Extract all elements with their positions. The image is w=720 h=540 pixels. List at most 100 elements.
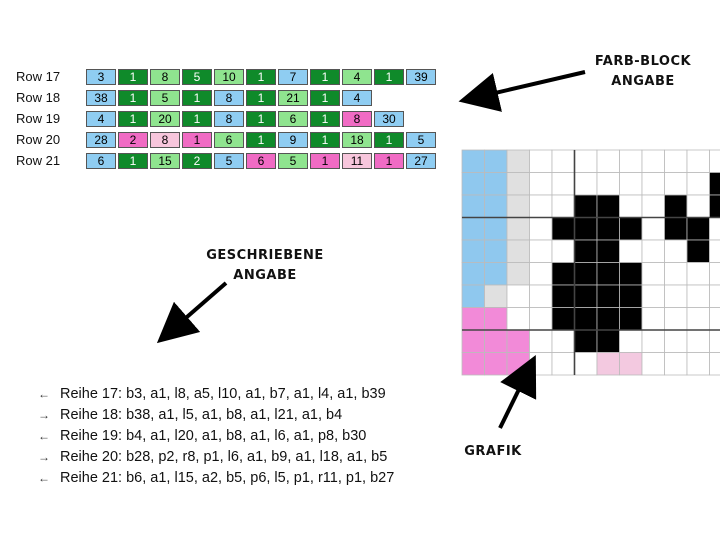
grid-cell [506, 329, 530, 353]
written-row: →Reihe 20: b28, p2, r8, p1, l6, a1, b9, … [38, 447, 394, 468]
grid-cell [506, 262, 530, 286]
color-block-cell: 18 [342, 131, 372, 148]
grid-cell [506, 194, 530, 218]
grid-cell [484, 194, 508, 218]
grid-cell [709, 307, 720, 331]
grid-cell [709, 149, 720, 173]
grid-cell [664, 307, 688, 331]
grid-cell [506, 352, 530, 376]
color-block-cell: 8 [342, 110, 372, 127]
grid-cell [484, 217, 508, 241]
grid-cell [619, 262, 643, 286]
grid-cell [461, 149, 485, 173]
grid-cell [596, 217, 620, 241]
written-row: ←Reihe 19: b4, a1, l20, a1, b8, a1, l6, … [38, 426, 394, 447]
grid-cell [619, 352, 643, 376]
color-block-cell: 5 [278, 152, 308, 169]
grid-cell [461, 194, 485, 218]
grid-cell [664, 284, 688, 308]
grid-cell [484, 149, 508, 173]
color-block-cell: 1 [246, 131, 276, 148]
color-block-cell: 1 [310, 131, 340, 148]
grid-cell [529, 284, 553, 308]
grid-cell [484, 262, 508, 286]
grid-cell [551, 329, 575, 353]
block-row-label: Row 18 [16, 90, 61, 105]
grid-cell [709, 284, 720, 308]
grid-cell [551, 239, 575, 263]
grid-cell [664, 329, 688, 353]
color-block-cell: 1 [374, 152, 404, 169]
grid-cell [709, 262, 720, 286]
grid-cell [596, 194, 620, 218]
grid-cell [686, 149, 710, 173]
grid-cell [686, 172, 710, 196]
written-row: →Reihe 18: b38, a1, l5, a1, b8, a1, l21,… [38, 405, 394, 426]
color-block-cell: 1 [310, 110, 340, 127]
grid-cell [709, 352, 720, 376]
grid-cell [574, 239, 598, 263]
color-block-cell: 3 [86, 68, 116, 85]
grid-cell [529, 262, 553, 286]
grid-cell [461, 329, 485, 353]
grid-cell [574, 172, 598, 196]
grid-cell [641, 352, 665, 376]
color-block-cell: 6 [278, 110, 308, 127]
grid-cell [574, 149, 598, 173]
arrow-left-icon: ← [38, 387, 50, 401]
pixel-grid [461, 149, 720, 376]
grid-cell [709, 194, 720, 218]
grid-cell [506, 149, 530, 173]
color-block-cell: 1 [246, 89, 276, 106]
grid-cell [686, 307, 710, 331]
grid-cell [709, 172, 720, 196]
color-block-cell: 1 [118, 89, 148, 106]
color-block-cell: 28 [86, 131, 116, 148]
grid-cell [506, 307, 530, 331]
color-block-cell: 1 [118, 68, 148, 85]
grid-cell [641, 194, 665, 218]
grid-cell [686, 217, 710, 241]
grid-cell [686, 239, 710, 263]
grid-cell [641, 149, 665, 173]
grid-cell [506, 217, 530, 241]
grid-cell [574, 352, 598, 376]
written-row-text: Reihe 17: b3, a1, l8, a5, l10, a1, b7, a… [60, 386, 386, 402]
grid-cell [686, 352, 710, 376]
color-block-cell: 2 [118, 131, 148, 148]
arrow-left-icon: ← [38, 471, 50, 485]
color-block-cell: 1 [118, 110, 148, 127]
grid-cell [664, 239, 688, 263]
color-block-cell: 5 [406, 131, 436, 148]
grid-cell [461, 217, 485, 241]
grid-cell [529, 217, 553, 241]
grid-cell [619, 172, 643, 196]
color-block-cell: 4 [86, 110, 116, 127]
grid-cell [641, 307, 665, 331]
grid-cell [506, 284, 530, 308]
color-block-cell: 8 [150, 131, 180, 148]
color-block-cell: 6 [86, 152, 116, 169]
color-block-cell: 39 [406, 68, 436, 85]
written-instructions: ← Reihe 17: b3, a1, l8, a5, l10, a1, b7, … [38, 384, 394, 489]
grid-cell [641, 172, 665, 196]
grid-cell [664, 172, 688, 196]
grid-cell [619, 329, 643, 353]
written-row-text: Reihe 21: b6, a1, l15, a2, b5, p6, l5, p… [60, 470, 395, 486]
block-row-label: Row 21 [16, 153, 61, 168]
grid-cell [686, 194, 710, 218]
grid-cell [529, 329, 553, 353]
grid-cell [574, 194, 598, 218]
color-block-cell: 1 [182, 110, 212, 127]
grid-cell [574, 217, 598, 241]
grid-cell [641, 329, 665, 353]
color-block-cell: 1 [310, 152, 340, 169]
grid-cell [551, 149, 575, 173]
arrow-right-icon: → [38, 408, 50, 422]
grid-cell [529, 172, 553, 196]
color-block-cell: 38 [86, 89, 116, 106]
block-row-label: Row 17 [16, 69, 61, 84]
